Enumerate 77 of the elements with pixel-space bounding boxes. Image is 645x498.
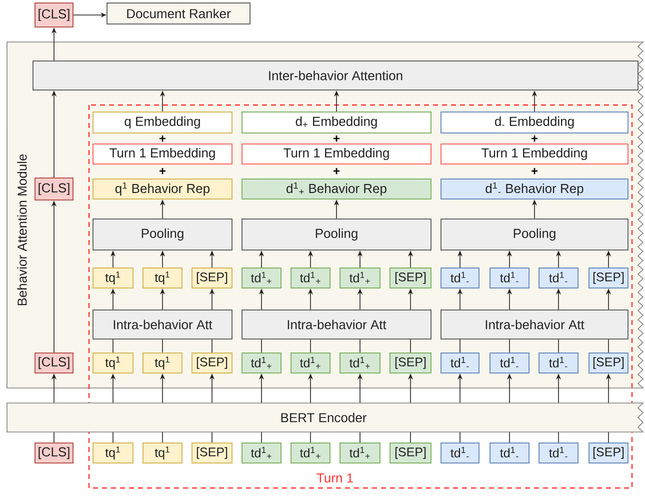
plus-sign: + xyxy=(160,135,166,142)
token-box: [CLS] xyxy=(34,442,74,464)
token-box: tq$^{1}$ xyxy=(92,268,134,288)
embedding-box: q Embedding xyxy=(92,112,232,134)
connector-line xyxy=(261,339,262,353)
token-box: td$^{1}$- xyxy=(490,352,530,374)
token-box: td$^{1}$+ xyxy=(242,268,282,288)
token-box: [CLS] xyxy=(34,2,74,28)
token-box: [CLS] xyxy=(34,352,74,374)
connector-line xyxy=(162,432,163,443)
token-box: td$^{1}$- xyxy=(538,352,578,374)
token-box: td$^{1}$- xyxy=(538,268,578,288)
token-box: tq$^{1}$ xyxy=(92,352,134,374)
pooling-box: Pooling xyxy=(242,218,432,250)
token-box: tq$^{1}$ xyxy=(142,352,182,374)
token-box: tq$^{1}$ xyxy=(142,268,182,288)
connector-line xyxy=(558,432,559,443)
token-box: tq$^{1}$ xyxy=(142,442,182,464)
pooling-box: Pooling xyxy=(440,218,628,250)
attention-box: Intra-behavior Att xyxy=(242,310,432,340)
attention-layer-box: Inter-behavior Attention xyxy=(32,60,638,90)
attention-box: Intra-behavior Att xyxy=(440,310,628,340)
connector-line xyxy=(112,432,114,443)
attention-box: Intra-behavior Att xyxy=(92,310,232,340)
token-box: [SEP] xyxy=(192,442,232,464)
token-box: [CLS] xyxy=(34,178,74,200)
token-box: td$^{1}$- xyxy=(490,268,530,288)
connector-line xyxy=(608,432,609,443)
token-box: td$^{1}$- xyxy=(490,442,530,464)
plus-sign: + xyxy=(160,168,166,174)
token-box: [SEP] xyxy=(390,442,432,464)
ranker-box: Document Ranker xyxy=(106,2,250,24)
token-box: td$^{1}$- xyxy=(440,442,480,464)
representation-box: q$^{1}$ Behavior Rep xyxy=(92,178,232,200)
token-box: [SEP] xyxy=(192,268,232,288)
plus-sign: + xyxy=(532,135,538,142)
token-box: [SEP] xyxy=(390,352,432,374)
token-box: td$^{1}$- xyxy=(538,442,578,464)
connector-line xyxy=(558,339,559,353)
token-box: [SEP] xyxy=(588,268,628,288)
embedding-box: d$_{+}$ Embedding xyxy=(242,112,432,134)
connector-line xyxy=(509,339,510,353)
token-box: td$^{1}$+ xyxy=(290,352,330,374)
plus-sign: + xyxy=(334,168,340,174)
connector-line xyxy=(162,339,163,353)
token-box: [SEP] xyxy=(390,268,432,288)
token-box: td$^{1}$+ xyxy=(290,268,330,288)
embedding-box: Turn 1 Embedding xyxy=(92,144,232,164)
connector-line xyxy=(608,339,609,353)
token-box: td$^{1}$+ xyxy=(340,268,380,288)
encoder-box: BERT Encoder xyxy=(6,402,644,432)
plus-sign: + xyxy=(532,168,538,174)
connector-line xyxy=(509,432,510,443)
representation-box: d$^{1}$$_{+}$ Behavior Rep xyxy=(242,178,432,200)
token-box: [SEP] xyxy=(192,352,232,374)
connector-line xyxy=(410,339,411,353)
token-box: td$^{1}$+ xyxy=(290,442,330,464)
connector-line xyxy=(410,432,411,443)
token-box: td$^{1}$- xyxy=(440,352,480,374)
embedding-box: Turn 1 Embedding xyxy=(440,144,628,164)
connector-line xyxy=(261,432,262,443)
embedding-box: Turn 1 Embedding xyxy=(242,144,432,164)
connector-line xyxy=(310,339,311,353)
token-box: td$^{1}$- xyxy=(440,268,480,288)
token-box: tq$^{1}$ xyxy=(92,442,134,464)
token-box: td$^{1}$+ xyxy=(242,352,282,374)
token-box: [SEP] xyxy=(588,442,628,464)
connector-line xyxy=(112,339,114,353)
token-box: td$^{1}$+ xyxy=(340,352,380,374)
connector-line xyxy=(310,432,311,443)
plus-sign: + xyxy=(334,135,340,142)
token-box: td$^{1}$+ xyxy=(242,442,282,464)
representation-box: d$^{1}$$_{-}$ Behavior Rep xyxy=(440,178,628,200)
token-box: td$^{1}$+ xyxy=(340,442,380,464)
embedding-box: d$_{-}$ Embedding xyxy=(440,112,628,134)
token-box: [SEP] xyxy=(588,352,628,374)
pooling-box: Pooling xyxy=(92,218,232,250)
